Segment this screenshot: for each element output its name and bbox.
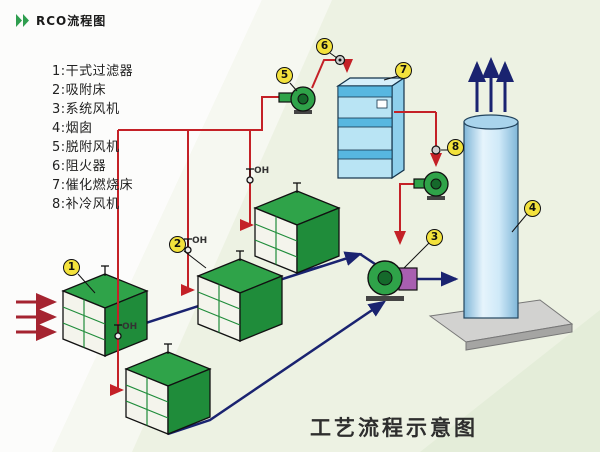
legend: 1:干式过滤器 2:吸附床 3:系统风机 4:烟囱 5:脱附风机 6:阻火器 7… (52, 62, 133, 214)
adsorption-bed-2 (197, 258, 283, 342)
valve-label: OH (122, 322, 138, 332)
chimney (463, 114, 519, 319)
chimney-exhaust-arrows (468, 57, 514, 112)
badge-7: 7 (395, 62, 412, 79)
legend-item-8: 8:补冷风机 (52, 197, 120, 212)
legend-item-6: 6:阻火器 (52, 159, 107, 174)
valve-label: OH (192, 236, 208, 246)
badge-8: 8 (447, 139, 464, 156)
legend-item-1: 1:干式过滤器 (52, 64, 134, 79)
legend-item-7: 7:催化燃烧床 (52, 178, 134, 193)
badge-5: 5 (276, 67, 293, 84)
header: RCO流程图 (16, 12, 106, 29)
page-title: RCO流程图 (36, 14, 107, 28)
catalytic-combustion-unit (336, 76, 406, 180)
valve-label: OH (254, 166, 270, 176)
desorption-fan (278, 86, 316, 114)
unit-display (376, 99, 388, 109)
legend-item-2: 2:吸附床 (52, 83, 107, 98)
inlet-flow-arrows (16, 293, 57, 341)
legend-item-3: 3:系统风机 (52, 102, 120, 117)
flame-arrester (334, 54, 441, 155)
badge-6: 6 (316, 38, 333, 55)
badge-4: 4 (524, 200, 541, 217)
badge-3: 3 (426, 229, 443, 246)
chevron-icon (16, 14, 29, 27)
legend-item-5: 5:脱附风机 (52, 140, 120, 155)
cooling-fan (413, 171, 449, 200)
adsorption-bed-1 (125, 351, 211, 435)
badge-1: 1 (63, 259, 80, 276)
dry-filter (62, 273, 148, 357)
adsorption-bed-3 (254, 190, 340, 274)
pipe-valves (101, 168, 301, 354)
legend-item-4: 4:烟囱 (52, 121, 93, 136)
diagram-caption: 工艺流程示意图 (310, 416, 478, 440)
badge-2: 2 (169, 236, 186, 253)
system-fan (366, 260, 418, 301)
